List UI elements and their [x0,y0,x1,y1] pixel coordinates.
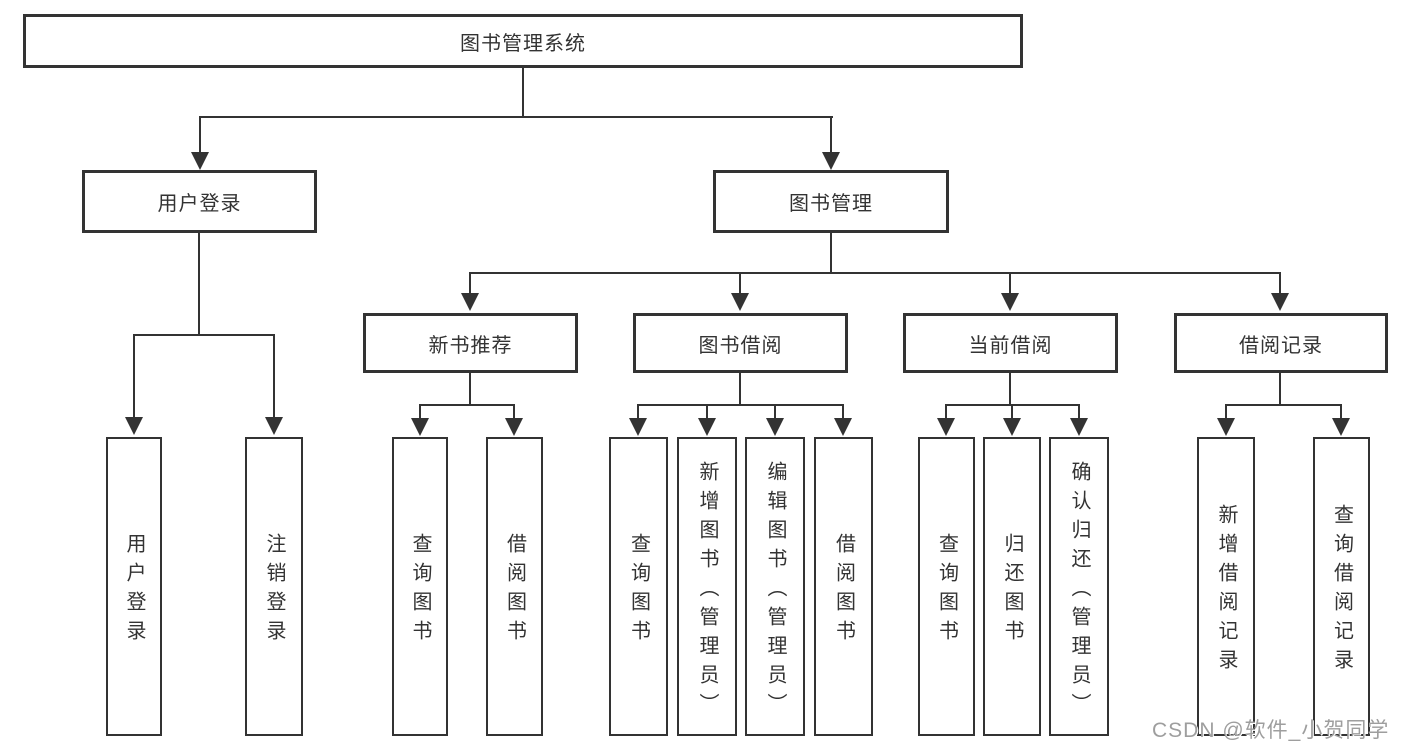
arrow-down-icon [834,418,852,436]
leaf-label: 借阅图书 [832,533,855,649]
connector-vline [1008,373,1012,406]
leaf-confirm-return-admin: 确认归还（管理员） [1049,437,1109,736]
arrow-down-icon [191,152,209,170]
connector-stem [636,405,640,418]
leaf-label: 确认归还（管理员） [1068,460,1090,722]
arrow-down-icon [505,418,523,436]
leaf-user-login: 用户登录 [106,437,162,736]
connector-stem [944,405,948,418]
connector-stem [468,273,472,293]
connector-stem [512,405,516,418]
node-current-borrowing: 当前借阅 [903,313,1118,373]
arrow-down-icon [265,417,283,435]
arrow-down-icon [629,418,647,436]
connector-hline [418,403,516,406]
node-book-management: 图书管理 [713,170,949,233]
leaf-label: 新增图书（管理员） [696,460,718,722]
node-label: 图书管理 [789,193,873,215]
leaf-add-books-admin: 新增图书（管理员） [677,437,737,736]
leaf-label: 查询图书 [935,533,958,649]
arrow-down-icon [1001,293,1019,311]
leaf-query-books-borrowing: 查询图书 [609,437,668,736]
arrow-down-icon [1332,418,1350,436]
leaf-label: 查询图书 [627,533,650,649]
connector-hline [468,271,1282,274]
arrow-down-icon [1217,418,1235,436]
connector-stem [132,335,136,417]
connector-vline [468,373,472,406]
arrow-down-icon [1271,293,1289,311]
connector-stem [272,335,276,417]
leaf-label: 查询借阅记录 [1330,504,1353,678]
leaf-edit-books-admin: 编辑图书（管理员） [745,437,805,736]
arrow-down-icon [766,418,784,436]
connector-hline [132,333,276,336]
arrow-down-icon [937,418,955,436]
connector-hline [198,115,833,118]
leaf-logout-login: 注销登录 [245,437,303,736]
node-label: 当前借阅 [968,334,1053,357]
connector-stem [773,405,777,418]
connector-stem [1224,405,1228,418]
connector-vline [521,68,525,118]
node-label: 新书推荐 [428,334,513,357]
arrow-down-icon [731,293,749,311]
leaf-query-borrow-record: 查询借阅记录 [1313,437,1370,736]
connector-stem [1278,273,1282,293]
leaf-return-books: 归还图书 [983,437,1041,736]
connector-stem [198,117,202,152]
node-label: 用户登录 [157,193,242,215]
connector-hline [944,403,1081,406]
node-borrowing-records: 借阅记录 [1174,313,1388,373]
arrow-down-icon [125,417,143,435]
connector-stem [705,405,709,418]
connector-stem [1010,405,1014,418]
leaf-label: 查询图书 [409,533,431,649]
leaf-query-books-current: 查询图书 [918,437,975,736]
leaf-label: 归还图书 [1001,533,1023,649]
connector-vline [829,233,833,274]
leaf-label: 编辑图书（管理员） [764,460,786,722]
leaf-query-books-recommend: 查询图书 [392,437,448,736]
watermark-text: CSDN @软件_小贺同学 [1152,719,1390,742]
leaf-add-borrow-record: 新增借阅记录 [1197,437,1255,736]
leaf-borrow-books-recommend: 借阅图书 [486,437,543,736]
node-label: 图书管理系统 [460,32,586,55]
connector-hline [1224,403,1343,406]
leaf-label: 新增借阅记录 [1215,504,1237,678]
connector-stem [1339,405,1343,418]
connector-vline [738,373,742,406]
connector-stem [1008,273,1012,293]
arrow-down-icon [1070,418,1088,436]
connector-stem [829,117,833,152]
node-label: 借阅记录 [1239,334,1323,357]
connector-stem [738,273,742,293]
node-book-borrowing: 图书借阅 [633,313,848,373]
leaf-label: 注销登录 [263,533,285,649]
node-user-login: 用户登录 [82,170,317,233]
connector-vline [1278,373,1282,406]
connector-vline [197,233,201,336]
node-label: 图书借阅 [698,334,783,357]
node-new-book-recommend: 新书推荐 [363,313,578,373]
connector-hline [636,403,845,406]
connector-stem [841,405,845,418]
arrow-down-icon [1003,418,1021,436]
leaf-label: 用户登录 [123,533,145,649]
connector-stem [1077,405,1081,418]
leaf-label: 借阅图书 [503,533,526,649]
arrow-down-icon [461,293,479,311]
arrow-down-icon [698,418,716,436]
arrow-down-icon [822,152,840,170]
leaf-borrow-books-borrowing: 借阅图书 [814,437,873,736]
node-book-management-system: 图书管理系统 [23,14,1023,68]
arrow-down-icon [411,418,429,436]
connector-stem [418,405,422,418]
